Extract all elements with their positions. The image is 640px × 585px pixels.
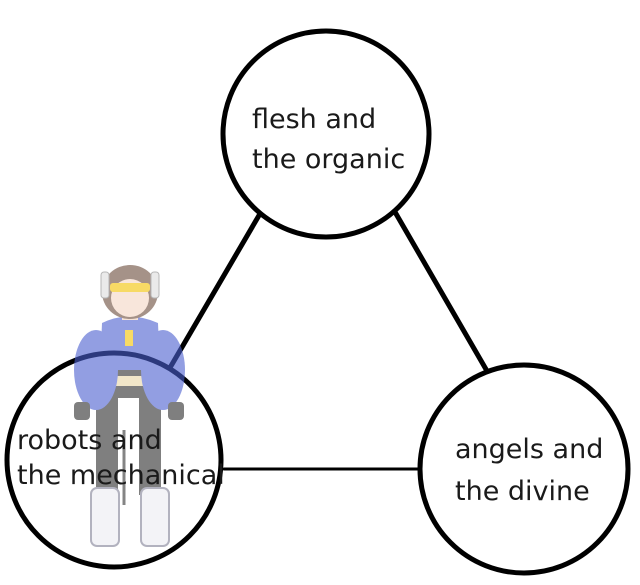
edge-flesh-robots — [168, 209, 264, 369]
node-angels: angels and the divine — [455, 434, 603, 507]
anime-girl-character-icon — [74, 265, 185, 547]
svg-text:the divine: the divine — [455, 476, 590, 507]
node-flesh: flesh and the organic — [252, 104, 405, 175]
node-angels-label-line1: angels and — [455, 434, 603, 465]
node-circle-angels — [417, 362, 631, 576]
node-robots-label-line2: the mechanical — [17, 460, 225, 491]
node-flesh-label-line1: flesh and — [252, 104, 376, 135]
svg-text:robots and: robots and — [17, 425, 162, 456]
node-circle-flesh — [220, 28, 432, 240]
node-robots-label-line1: robots and — [17, 425, 162, 456]
svg-text:the organic: the organic — [252, 144, 405, 175]
svg-text:flesh and: flesh and — [252, 104, 376, 135]
edge-flesh-angels — [392, 209, 490, 374]
svg-text:the mechanical: the mechanical — [17, 460, 225, 491]
svg-text:angels and: angels and — [455, 434, 603, 465]
node-angels-label-line2: the divine — [455, 476, 590, 507]
edges — [168, 209, 490, 471]
node-robots: robots and the mechanical — [17, 425, 225, 491]
node-flesh-label-line2: the organic — [252, 144, 405, 175]
